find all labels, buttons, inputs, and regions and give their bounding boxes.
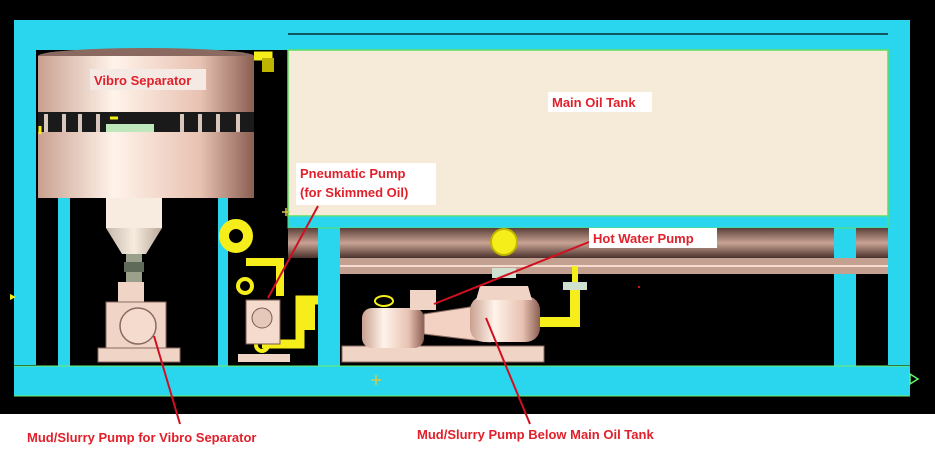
- main-oil-tank: [287, 49, 889, 274]
- mud-pump-vibro: [97, 282, 181, 363]
- leader-lines: [153, 205, 595, 425]
- label-bg-vibro: [90, 69, 206, 90]
- label-pneumatic-pump-line1: Pneumatic Pump: [300, 166, 406, 181]
- label-bg-hot-water: [589, 228, 717, 248]
- marker-dot: [638, 286, 640, 288]
- leader-mud-pump-vibro: [153, 335, 181, 425]
- pneumatic-pump: [238, 299, 290, 362]
- label-main-oil-tank: Main Oil Tank: [552, 95, 636, 110]
- label-bg-tank: [548, 92, 652, 112]
- mud-pump-tank: [341, 286, 545, 363]
- label-mud-pump-tank: Mud/Slurry Pump Below Main Oil Tank: [417, 427, 654, 442]
- leader-pneumatic-pump: [267, 205, 319, 299]
- label-pneumatic-pump-line2: (for Skimmed Oil): [300, 185, 408, 200]
- leader-mud-pump-tank: [485, 317, 531, 425]
- leader-hot-water-pump: [433, 239, 595, 305]
- label-mud-pump-vibro: Mud/Slurry Pump for Vibro Separator: [27, 430, 256, 445]
- label-bg-pneumatic: [296, 163, 436, 205]
- label-vibro-separator: Vibro Separator: [94, 73, 191, 88]
- label-hot-water-pump: Hot Water Pump: [593, 231, 694, 246]
- origin-mark-icon: [282, 208, 290, 216]
